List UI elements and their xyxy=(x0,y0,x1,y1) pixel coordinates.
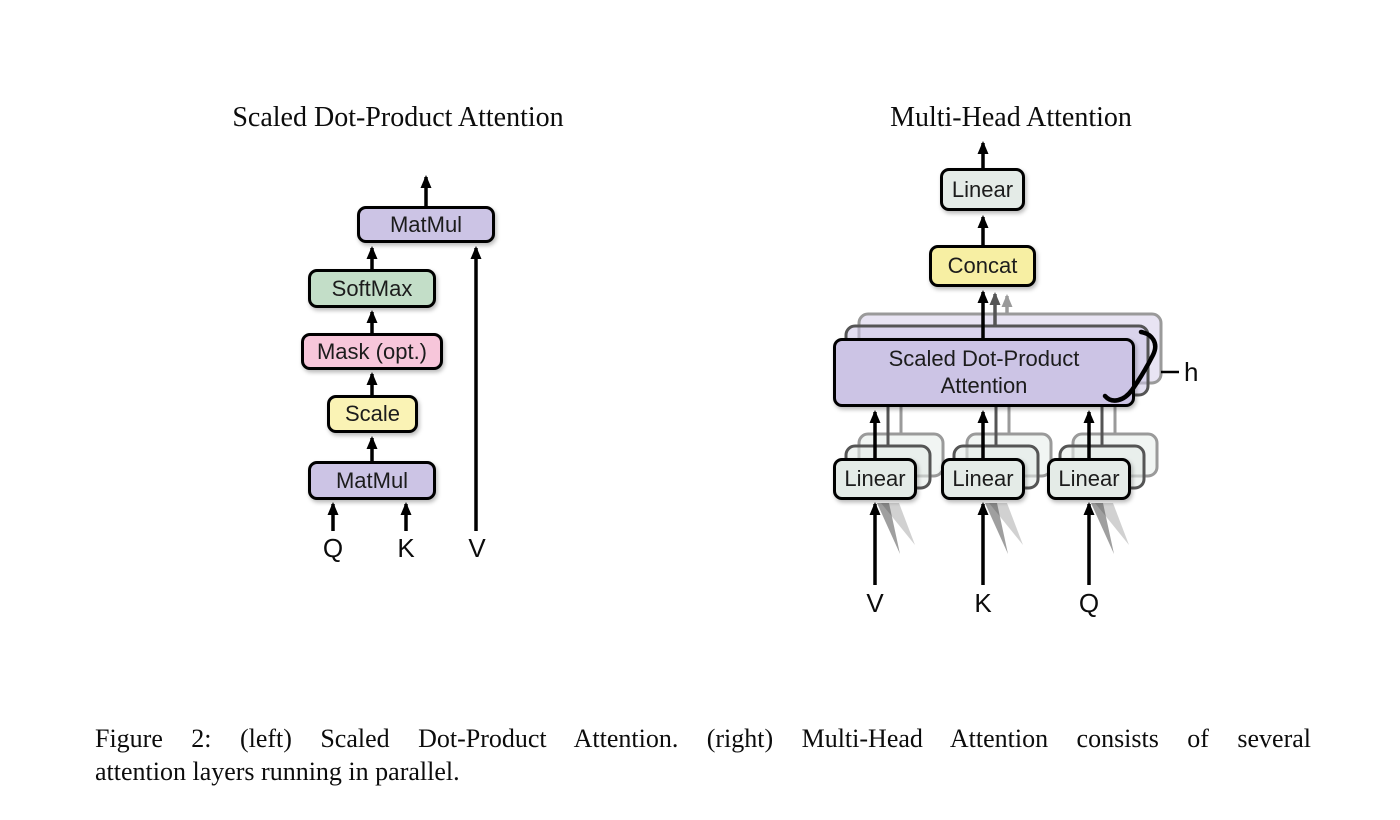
concat-box: Concat xyxy=(929,245,1036,287)
linear-k-label: Linear xyxy=(952,466,1014,491)
linear-q-box: Linear xyxy=(1047,458,1131,500)
scale-label: Scale xyxy=(344,401,401,426)
linear-output-label: Linear xyxy=(951,176,1014,202)
right-diagram-title: Multi-Head Attention xyxy=(890,102,1132,133)
scale-box: Scale xyxy=(327,395,418,433)
right-input-v-label: V xyxy=(866,588,884,618)
linear-q-label: Linear xyxy=(1058,466,1120,491)
left-matmul-top-label: MatMul xyxy=(389,211,463,237)
right-input-arrows xyxy=(869,502,1095,585)
left-matmul-top-box: MatMul xyxy=(357,206,495,243)
softmax-box: SoftMax xyxy=(308,269,436,308)
softmax-label: SoftMax xyxy=(331,275,413,301)
left-matmul-bottom-box: MatMul xyxy=(308,461,436,500)
concat-label: Concat xyxy=(947,253,1018,278)
mask-box: Mask (opt.) xyxy=(301,333,443,370)
mask-label: Mask (opt.) xyxy=(316,338,428,364)
sdpa-box: Scaled Dot-Product Attention xyxy=(833,338,1135,407)
left-diagram-arrows xyxy=(327,175,482,531)
right-input-q-label: Q xyxy=(1078,588,1100,618)
ghost-connectors xyxy=(886,404,1117,446)
right-input-k-label: K xyxy=(974,588,992,618)
linear-k-box: Linear xyxy=(941,458,1025,500)
caption-line-2: attention layers running in parallel. xyxy=(95,757,460,786)
left-matmul-bottom-label: MatMul xyxy=(335,467,409,493)
left-input-k-label: K xyxy=(397,533,415,563)
figure-caption: Figure 2: (left) Scaled Dot-Product Atte… xyxy=(95,722,1311,788)
sdpa-label: Scaled Dot-Product Attention xyxy=(888,345,1080,398)
linear-output-box: Linear xyxy=(940,168,1025,211)
left-input-q-label: Q xyxy=(322,533,344,563)
right-diagram-arrows xyxy=(869,141,1095,458)
heads-count-label: h xyxy=(1184,357,1199,387)
left-input-v-label: V xyxy=(468,533,486,563)
input-arrow-fans xyxy=(877,503,1129,554)
linear-v-box: Linear xyxy=(833,458,917,500)
left-diagram-title: Scaled Dot-Product Attention xyxy=(232,102,564,133)
caption-line-1: Figure 2: (left) Scaled Dot-Product Atte… xyxy=(95,724,1311,753)
linear-v-label: Linear xyxy=(844,466,906,491)
